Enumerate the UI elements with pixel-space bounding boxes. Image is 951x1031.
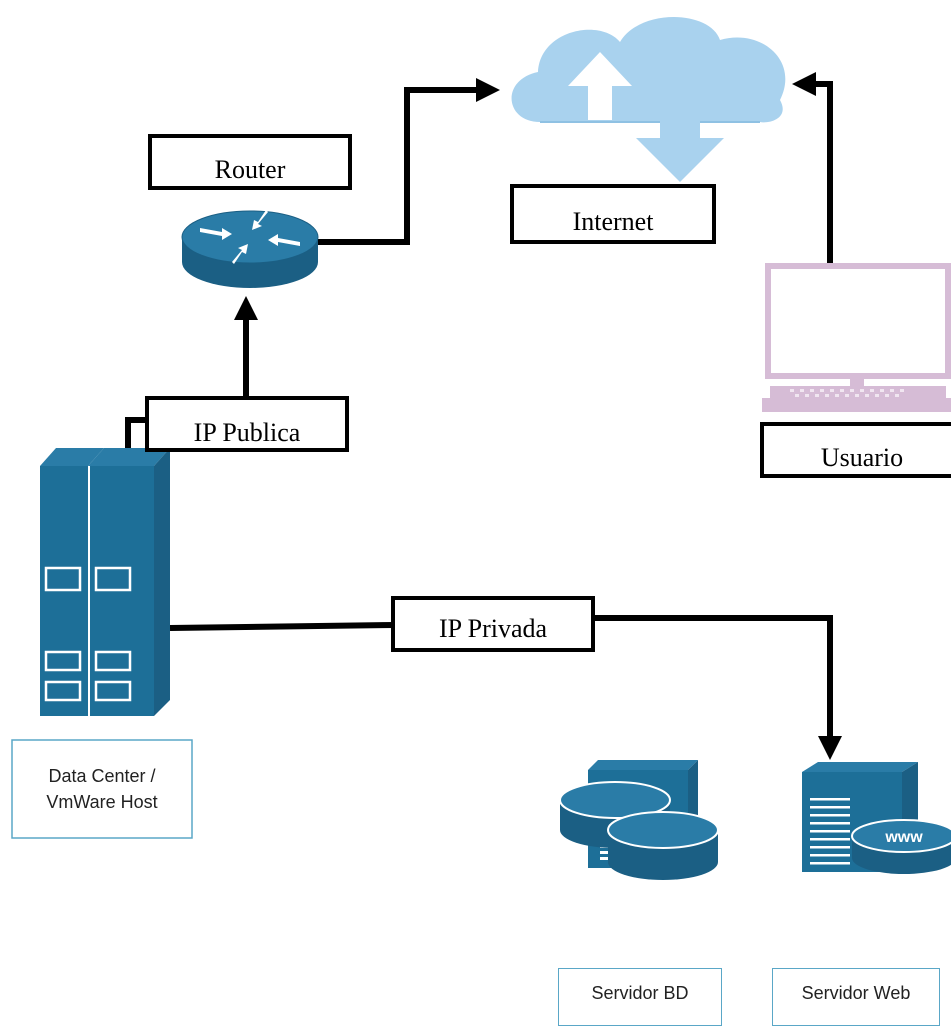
- database-server-icon: [559, 760, 719, 880]
- router-icon: [181, 210, 319, 288]
- datacenter-label-box: Data Center / VmWare Host: [11, 739, 193, 839]
- usuario-label: Usuario: [821, 443, 903, 472]
- connector-datacenter-servidor-web: [169, 615, 842, 760]
- laptop-icon: [762, 263, 951, 412]
- www-label: www: [884, 829, 923, 846]
- internet-label: Internet: [573, 207, 655, 236]
- ip-privada-label-box: IP Privada: [391, 596, 595, 652]
- ip-privada-label: IP Privada: [439, 614, 548, 643]
- connector-usuario-internet: [792, 72, 872, 269]
- servidor-bd-label-box-html: [558, 968, 722, 1026]
- ip-publica-label: IP Publica: [194, 418, 301, 447]
- web-server-icon: www: [802, 762, 951, 874]
- servidor-bd-label-box: [558, 686, 722, 756]
- datacenter-label-line2: VmWare Host: [46, 792, 157, 812]
- datacenter-label-line1: Data Center /: [48, 766, 155, 786]
- router-label: Router: [215, 155, 286, 184]
- servidor-bd-label: Servidor BD: [591, 983, 689, 1003]
- router-label-box: Router: [148, 134, 352, 190]
- cloud-icon: [511, 17, 786, 182]
- usuario-label-box: Usuario: [760, 422, 951, 478]
- ip-publica-label-box: IP Publica: [145, 396, 349, 452]
- servidor-web-label: Servidor Web: [801, 983, 911, 1003]
- internet-label-box: Internet: [510, 184, 716, 244]
- server-rack-icon: [40, 448, 170, 716]
- servidor-web-label-box-html: [772, 968, 940, 1026]
- connector-router-internet: [318, 78, 500, 245]
